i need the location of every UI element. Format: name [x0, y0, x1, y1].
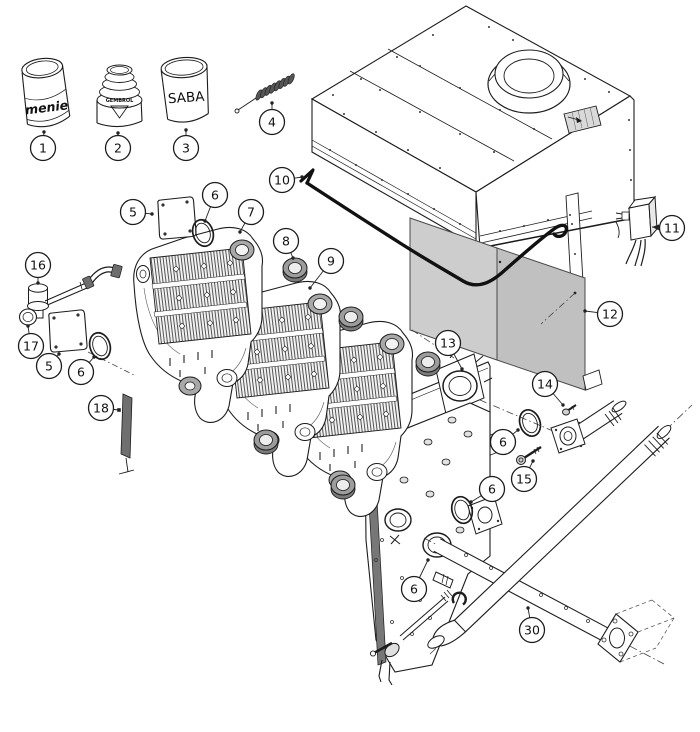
callout-7: 7	[237, 198, 265, 234]
callout-number: 12	[602, 306, 618, 321]
callout-6: 6	[400, 558, 430, 603]
callout-number: 5	[45, 358, 53, 373]
callout-number: 5	[129, 204, 137, 219]
callout-30: 30	[518, 606, 546, 644]
callout-12: 12	[583, 300, 624, 328]
callout-number: 14	[537, 376, 553, 391]
callout-17: 17	[17, 324, 45, 360]
can-gembrol-label: GEMBROL	[106, 98, 134, 104]
callout-10: 10	[268, 166, 304, 194]
heat-exchanger-sections	[133, 226, 414, 518]
can-gembrol: GEMBROL	[96, 64, 143, 128]
callout-1: 1	[29, 130, 57, 162]
pressure-gauge	[18, 308, 38, 326]
air-vent-assembly	[18, 264, 123, 326]
callout-18: 18	[87, 394, 121, 422]
callout-6: 6	[489, 428, 520, 456]
sensor-plug	[562, 404, 577, 416]
cover-gasket-left	[85, 329, 115, 363]
callout-number: 15	[516, 471, 532, 486]
callout-number: 17	[23, 338, 39, 353]
callout-number: 1	[39, 140, 47, 155]
callout-number: 6	[211, 187, 219, 202]
callout-number: 2	[114, 140, 122, 155]
ignition-cable	[299, 168, 569, 287]
supply-header-pipe	[550, 400, 627, 454]
insulation-panel	[409, 217, 603, 391]
can-menie: menie	[21, 57, 71, 128]
auto-air-vent	[27, 283, 49, 319]
callout-5: 5	[35, 352, 63, 380]
callout-number: 7	[247, 204, 255, 219]
callout-number: 3	[182, 140, 190, 155]
callout-number: 30	[524, 622, 540, 637]
callout-3: 3	[172, 128, 200, 162]
callout-4: 4	[258, 101, 286, 136]
callout-9: 9	[308, 247, 345, 290]
callout-6: 6	[67, 355, 96, 386]
rating-plate	[563, 105, 602, 134]
elbow-fitting	[427, 619, 467, 649]
callout-15: 15	[510, 459, 538, 493]
callout-number: 16	[30, 257, 46, 272]
callout-number: 6	[77, 364, 85, 379]
callout-14: 14	[531, 370, 565, 407]
callout-number: 18	[93, 400, 109, 415]
callout-6: 6	[201, 181, 229, 223]
pipe-flange	[597, 599, 675, 663]
callout-6: 6	[469, 475, 506, 504]
side-strip	[118, 393, 135, 475]
callout-number: 6	[488, 481, 496, 496]
flue-collar	[487, 49, 571, 114]
flange-bolt	[516, 445, 542, 465]
callout-number: 8	[282, 233, 290, 248]
dip-pipe	[433, 538, 675, 663]
callout-number: 11	[664, 220, 680, 235]
callout-8: 8	[272, 227, 300, 260]
retaining-clip	[451, 591, 467, 606]
sealant-cans: menie GEMBROL SABA	[21, 56, 209, 128]
can-saba: SABA	[160, 56, 209, 123]
callout-16: 16	[24, 251, 52, 285]
callout-5: 5	[119, 198, 154, 226]
flange-gasket	[515, 406, 545, 440]
return-header-pipe	[427, 425, 672, 649]
ignition-transformer	[615, 195, 658, 267]
callout-number: 13	[440, 335, 456, 350]
callout-number: 6	[499, 434, 507, 449]
can-saba-label: SABA	[167, 89, 205, 108]
callout-number: 4	[268, 114, 276, 129]
drain-cock	[369, 589, 453, 686]
pipe-nipple	[432, 571, 454, 589]
callout-number: 6	[410, 581, 418, 596]
callout-11: 11	[651, 214, 686, 242]
callout-13: 13	[434, 329, 464, 371]
gasket-spring	[234, 73, 295, 114]
callout-number: 10	[274, 172, 290, 187]
can-menie-label: menie	[24, 97, 69, 117]
callout-2: 2	[104, 131, 132, 162]
callout-number: 9	[327, 253, 335, 268]
